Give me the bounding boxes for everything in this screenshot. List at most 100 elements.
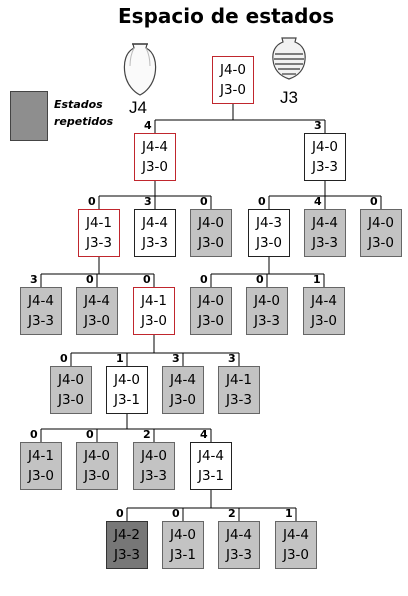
state-j4-value: J4-4 <box>310 293 338 309</box>
state-j3-value: J3-3 <box>27 313 55 329</box>
state-j3-value: J3-3 <box>225 392 253 408</box>
state-j3-value: J3-0 <box>197 313 225 329</box>
state-j3-value: J3-3 <box>141 235 169 251</box>
edge-label: 0 <box>200 195 208 208</box>
edge-label: 0 <box>86 428 94 441</box>
state-j4-value: J4-0 <box>169 527 197 543</box>
state-j3-value: J3-0 <box>27 468 55 484</box>
state-j4-value: J4-0 <box>83 448 111 464</box>
state-j3-value: J3-0 <box>219 82 247 98</box>
state-j3-value: J3-1 <box>169 547 197 563</box>
state-j3-value: J3-0 <box>282 547 310 563</box>
state-j4-value: J4-2 <box>113 527 141 543</box>
edge-label: 0 <box>88 195 96 208</box>
state-j4-value: J4-0 <box>113 372 141 388</box>
state-j4-value: J4-1 <box>140 293 168 309</box>
state-j4-value: J4-4 <box>141 139 169 155</box>
state-j4-value: J4-0 <box>367 215 395 231</box>
state-j4-value: J4-4 <box>27 293 55 309</box>
state-j4-value: J4-0 <box>219 62 247 78</box>
edge-label: 0 <box>86 273 94 286</box>
state-j3-value: J3-3 <box>225 547 253 563</box>
edge-label: 4 <box>144 119 152 132</box>
state-j4-value: J4-4 <box>141 215 169 231</box>
legend-label-line-1: Estados <box>54 98 103 111</box>
edge-label: 1 <box>285 507 293 520</box>
edge-label: 2 <box>143 428 151 441</box>
state-j3-value: J3-0 <box>197 235 225 251</box>
edge-label: 0 <box>60 352 68 365</box>
edge-label: 3 <box>30 273 38 286</box>
state-j4-value: J4-1 <box>85 215 113 231</box>
state-j4-value: J4-0 <box>197 293 225 309</box>
state-j4-value: J4-4 <box>311 215 339 231</box>
jug-3-icon <box>272 37 306 80</box>
state-j3-value: J3-0 <box>83 313 111 329</box>
state-j4-value: J4-1 <box>27 448 55 464</box>
edge-label: 1 <box>116 352 124 365</box>
state-j4-value: J4-0 <box>197 215 225 231</box>
state-j4-value: J4-4 <box>225 527 253 543</box>
state-j4-value: J4-0 <box>57 372 85 388</box>
edge-label: 3 <box>314 119 322 132</box>
edge-label: 4 <box>314 195 322 208</box>
state-j3-value: J3-0 <box>367 235 395 251</box>
edge-label: 0 <box>172 507 180 520</box>
jug-4-icon <box>123 43 157 96</box>
state-j4-value: J4-0 <box>253 293 281 309</box>
edge-label: 0 <box>30 428 38 441</box>
edge-label: 2 <box>228 507 236 520</box>
state-j3-value: J3-0 <box>83 468 111 484</box>
edge-label: 3 <box>144 195 152 208</box>
page-title: Espacio de estados <box>118 4 335 28</box>
legend-label-line-2: repetidos <box>54 115 114 128</box>
state-j4-value: J4-1 <box>225 372 253 388</box>
state-j3-value: J3-3 <box>85 235 113 251</box>
state-j3-value: J3-0 <box>255 235 283 251</box>
edge-label: 3 <box>172 352 180 365</box>
state-j4-value: J4-0 <box>140 448 168 464</box>
edge-label: 0 <box>200 273 208 286</box>
edge-label: 0 <box>256 273 264 286</box>
legend-swatch <box>10 91 48 141</box>
state-j3-value: J3-3 <box>253 313 281 329</box>
state-j3-value: J3-3 <box>311 235 339 251</box>
state-j3-value: J3-3 <box>311 159 339 175</box>
edge-label: 1 <box>313 273 321 286</box>
jug-3-label: J3 <box>280 88 298 107</box>
state-j4-value: J4-4 <box>197 448 225 464</box>
state-j3-value: J3-3 <box>140 468 168 484</box>
state-j3-value: J3-0 <box>169 392 197 408</box>
edge-label: 4 <box>200 428 208 441</box>
jug-4-label: J4 <box>129 98 147 117</box>
state-j3-value: J3-1 <box>113 392 141 408</box>
edge-label: 3 <box>228 352 236 365</box>
edge-label: 0 <box>370 195 378 208</box>
edge-label: 0 <box>258 195 266 208</box>
state-j3-value: J3-1 <box>197 468 225 484</box>
state-j4-value: J4-0 <box>311 139 339 155</box>
state-j4-value: J4-4 <box>169 372 197 388</box>
state-j4-value: J4-4 <box>282 527 310 543</box>
